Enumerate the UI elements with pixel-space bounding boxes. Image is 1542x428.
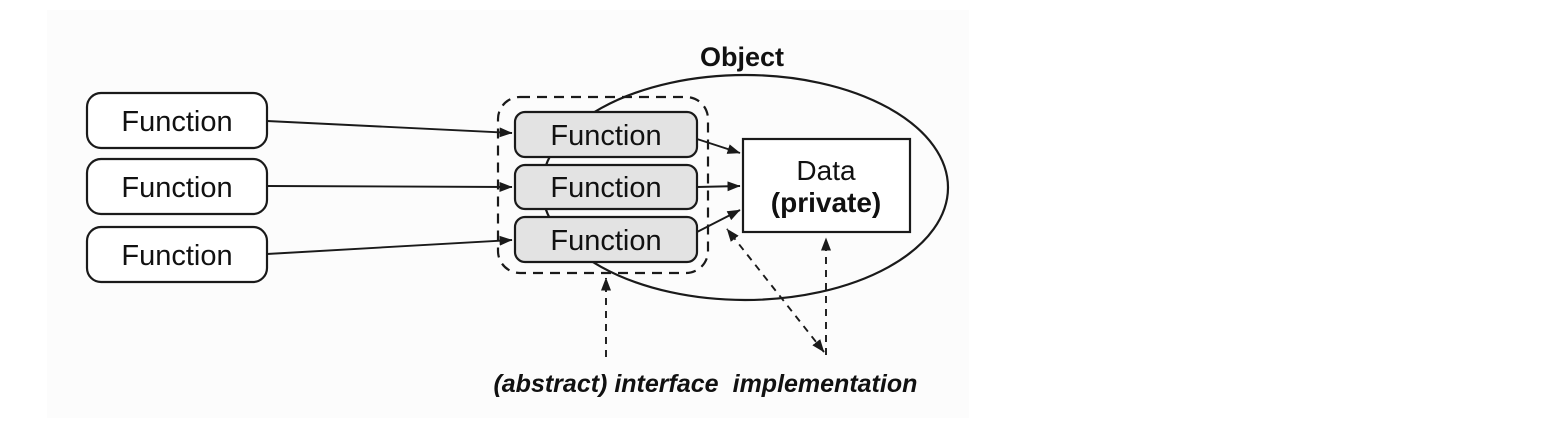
interface-function-rect-1 <box>513 110 699 159</box>
interface-dashed-box <box>496 95 710 275</box>
arrow-interface3-to-data <box>696 209 741 233</box>
caller-function-box-1: Function <box>85 91 269 150</box>
caller-function-box-2: Function <box>85 157 269 216</box>
caller-function-box-3: Function <box>85 225 269 284</box>
data-box-label-line2: (private) <box>771 187 881 218</box>
arrow-interface1-to-data <box>696 138 741 154</box>
arrow-interface2-to-data <box>696 181 741 192</box>
caller-function-label-3: Function <box>121 240 232 272</box>
data-box-rect <box>741 137 912 234</box>
caller-function-label-1: Function <box>121 106 232 138</box>
interface-function-rect-3 <box>513 215 699 264</box>
dashed-arrow-implementation-functions <box>726 228 825 353</box>
arrow-caller3-to-interface3 <box>266 235 513 255</box>
caller-function-rect-3 <box>85 225 269 284</box>
data-box: Data (private) <box>741 137 912 234</box>
data-box-label-line1: Data <box>796 155 856 186</box>
interface-function-box-3: Function <box>513 215 699 264</box>
interface-function-box-2: Function <box>513 163 699 211</box>
caller-function-label-2: Function <box>121 172 232 204</box>
caller-function-rect-1 <box>85 91 269 150</box>
interface-function-label-3: Function <box>550 225 661 257</box>
object-label: Object <box>700 42 784 72</box>
interface-annotation-label: (abstract) interface <box>493 370 718 398</box>
interface-function-label-2: Function <box>550 172 661 204</box>
interface-function-label-1: Function <box>550 120 661 152</box>
arrow-caller1-to-interface1 <box>266 120 513 138</box>
arrow-caller2-to-interface2 <box>266 181 513 192</box>
interface-function-box-1: Function <box>513 110 699 159</box>
implementation-annotation-label: implementation <box>733 370 918 398</box>
